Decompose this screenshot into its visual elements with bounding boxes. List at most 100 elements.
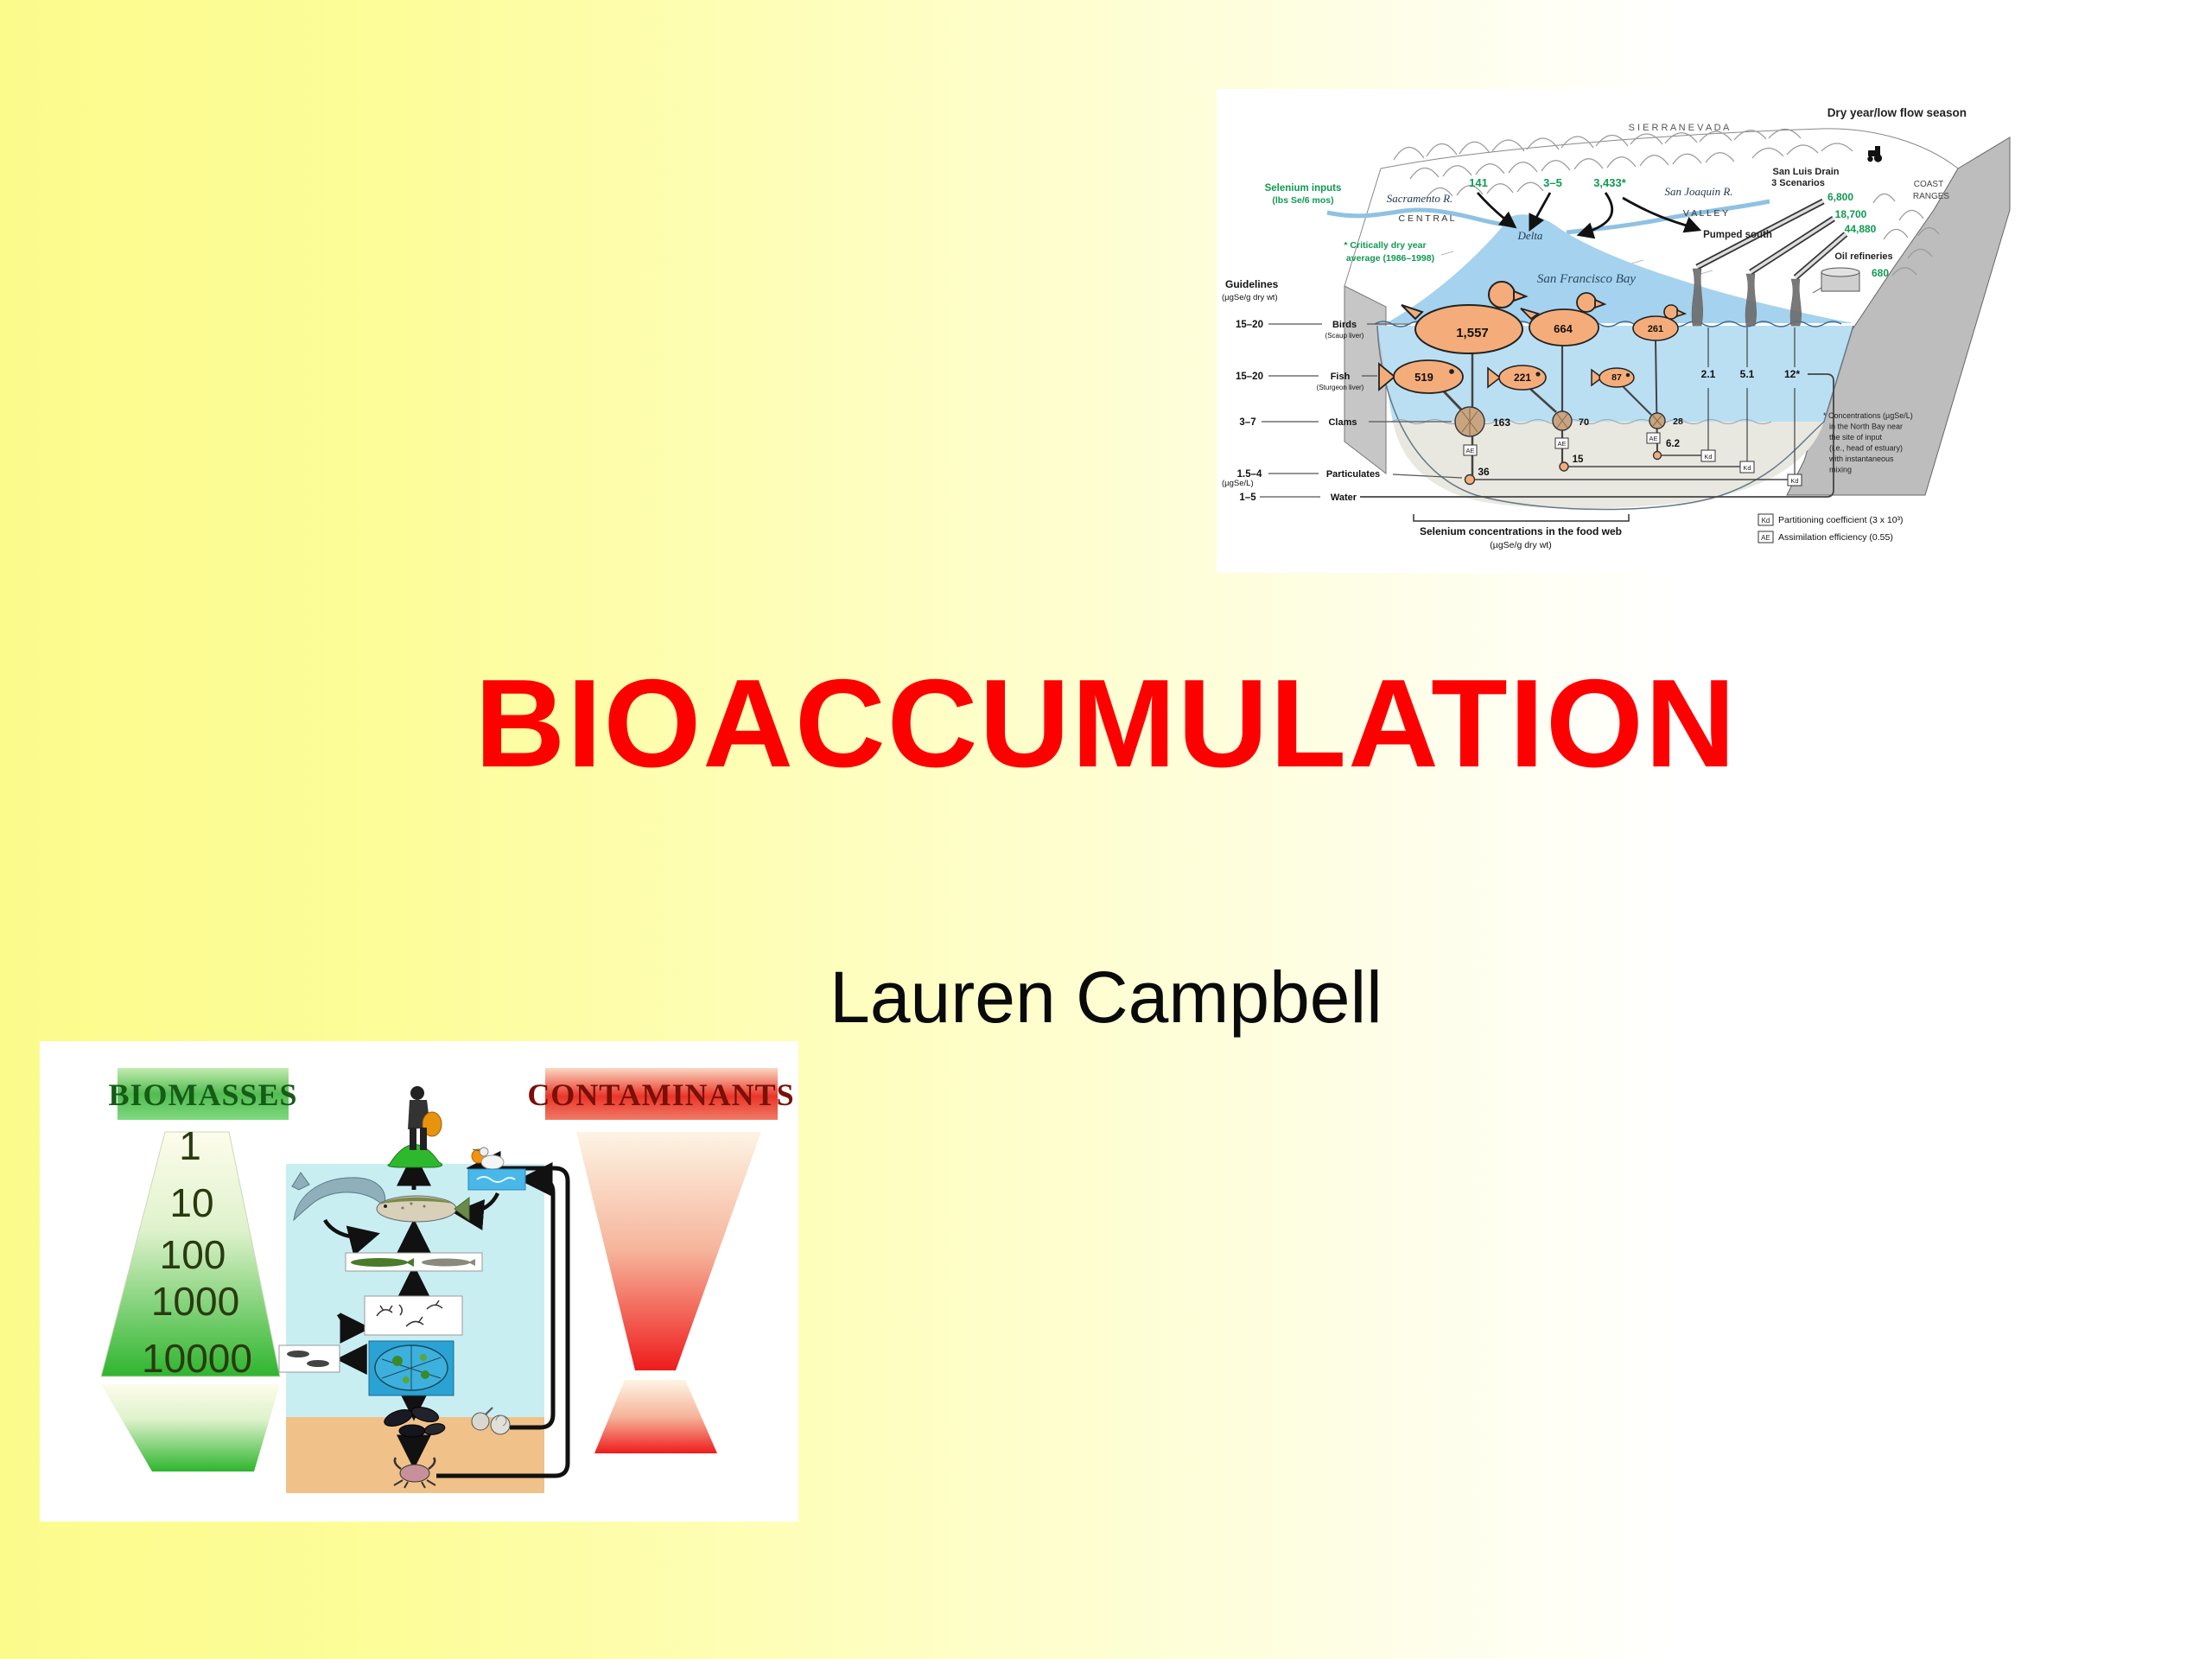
duck-icon-medium — [1520, 292, 1607, 346]
small-fish-strip — [345, 1252, 483, 1272]
fish-icon-medium — [1487, 365, 1547, 391]
coast-label-2: RANGES — [1913, 192, 1950, 201]
particulate-icons — [1464, 450, 1662, 486]
ae-box-3: AE — [1649, 435, 1657, 442]
bay-sediment — [1393, 422, 1824, 509]
water-units: (µgSe/L) — [1222, 479, 1254, 488]
water-value-3: 12* — [1784, 368, 1800, 380]
footnote-line-4: (i.e., head of estuary) — [1829, 444, 1903, 453]
legend-group: Kd Partitioning coefficient (3 x 10³) AE… — [1758, 513, 1904, 543]
guideline-tick-lines — [1260, 323, 1463, 498]
seabird-icon — [471, 1147, 505, 1170]
fish-range: 15–20 — [1236, 372, 1263, 382]
contaminants-header-bar — [545, 1068, 778, 1120]
coefficient-boxes: AE AE AE Kd Kd Kd — [1463, 432, 1802, 486]
contaminants-title: CONTAMINANTS — [527, 1077, 794, 1112]
particulates-range: 1.5–4 — [1237, 469, 1262, 480]
legend-ae-symbol: AE — [1761, 534, 1770, 542]
san-luis-drain-label-1: San Luis Drain — [1772, 167, 1839, 177]
caption-group: Selenium concentrations in the food web … — [1413, 514, 1630, 550]
birds-value-1: 1,557 — [1456, 326, 1489, 340]
birds-value-2: 664 — [1554, 322, 1573, 335]
legend-ae-text: Assimilation efficiency (0.55) — [1778, 532, 1893, 543]
birds-sublabel: (Scaup liver) — [1325, 332, 1364, 340]
kd-box-2: Kd — [1743, 464, 1751, 472]
biomasses-header-bar — [118, 1068, 289, 1120]
crab-icon — [393, 1457, 436, 1489]
legend-kd-box — [1758, 513, 1774, 526]
left-ridge-line — [1344, 168, 1382, 287]
valley-label: V A L L E Y — [1683, 208, 1728, 219]
scenario-value-2: 18,700 — [1835, 208, 1867, 220]
contaminants-pyramid — [576, 1132, 761, 1453]
particulates-label: Particulates — [1326, 469, 1380, 480]
footnote-line-2: in the North Bay near — [1829, 423, 1903, 431]
bird-box-squiggle — [476, 1176, 516, 1183]
san-francisco-bay-label: San Francisco Bay — [1537, 272, 1636, 286]
scale-10: 10 — [169, 1180, 213, 1225]
footnote-line-5: with instantaneous — [1828, 454, 1894, 463]
geographic-labels: Dry year/low flow season S I E R R A N E… — [1265, 106, 1967, 286]
trout-icon — [376, 1195, 470, 1223]
sacramento-river-line — [1326, 207, 1522, 230]
into-zooplankton-arrow — [336, 1312, 372, 1344]
scaup-ducks — [1401, 281, 1688, 354]
discharge-plumes — [1691, 268, 1802, 327]
water-value-2: 5.1 — [1740, 368, 1755, 380]
scale-10000: 10000 — [142, 1336, 252, 1381]
fish-icon-large — [1378, 359, 1464, 394]
oil-refineries-label: Oil refineries — [1834, 251, 1892, 262]
water-value-1: 2.1 — [1701, 368, 1716, 380]
page-title: BIOACCUMULATION — [474, 653, 1738, 793]
caption-line-1: Selenium concentrations in the food web — [1420, 525, 1622, 537]
footnote-group: * Concentrations (µgSe/L) in the North B… — [1823, 411, 1913, 474]
footnote-line-6: mixing — [1829, 466, 1852, 474]
left-wall-face — [1344, 285, 1387, 475]
particulates-value-3: 6.2 — [1666, 439, 1680, 449]
fish-value-1: 519 — [1414, 371, 1433, 384]
selenium-inputs-label-1: Selenium inputs — [1265, 183, 1342, 194]
mussels-icon — [384, 1407, 446, 1438]
whale-tail — [291, 1172, 310, 1191]
guidelines-units: (µgSe/g dry wt) — [1222, 293, 1278, 302]
caption-bracket — [1413, 514, 1630, 522]
birds-label: Birds — [1332, 320, 1357, 330]
biomass-funnel-base — [101, 1384, 280, 1471]
bird-label-box — [467, 1168, 526, 1191]
legend-ae-box — [1758, 531, 1774, 543]
tractor-icon — [1867, 146, 1883, 162]
san-luis-drain-pipes — [1691, 198, 1848, 327]
footnote-line-1: * Concentrations (µgSe/L) — [1823, 411, 1913, 420]
fisherman-icon — [408, 1086, 442, 1150]
fish-value-3: 87 — [1611, 372, 1622, 383]
pumped-south-label: Pumped south — [1703, 230, 1772, 240]
kd-box-1: Kd — [1704, 453, 1712, 461]
biomass-contaminants-figure: BIOMASSES CONTAMINANTS 1 10 100 1000 100… — [40, 1041, 798, 1522]
whale-to-trout-arrow — [323, 1218, 380, 1256]
duck-icon-large — [1401, 281, 1529, 354]
kd-box-3: Kd — [1790, 477, 1798, 485]
sacramento-input-arrow — [1476, 192, 1517, 229]
sacramento-input-value: 141 — [1469, 176, 1488, 189]
landscape-block — [1344, 128, 2011, 496]
outer-return-arrow — [436, 1151, 570, 1478]
right-wall-face — [1786, 137, 2011, 496]
san-joaquin-input-value: 3,433* — [1593, 176, 1627, 189]
pumped-south-arrow — [1622, 196, 1702, 233]
fish-icon-small — [1591, 367, 1635, 388]
san-joaquin-river-label: San Joaquin R. — [1664, 185, 1732, 198]
fish-value-2: 221 — [1514, 372, 1531, 384]
contaminants-funnel — [576, 1132, 761, 1370]
left-fish-box — [278, 1344, 340, 1373]
fish-label: Fish — [1331, 372, 1351, 382]
author-name: Lauren Campbell — [830, 957, 1382, 1038]
scenario-value-1: 6,800 — [1827, 191, 1853, 203]
coast-label-1: COAST — [1914, 180, 1943, 189]
caption-line-2: (µgSe/g dry wt) — [1490, 540, 1551, 550]
clams-value-1: 163 — [1493, 416, 1510, 429]
delta-input-value: 3–5 — [1543, 176, 1562, 189]
legend-kd-symbol: Kd — [1762, 517, 1770, 524]
delta-label: Delta — [1517, 229, 1543, 242]
input-arrows — [1476, 192, 1702, 239]
